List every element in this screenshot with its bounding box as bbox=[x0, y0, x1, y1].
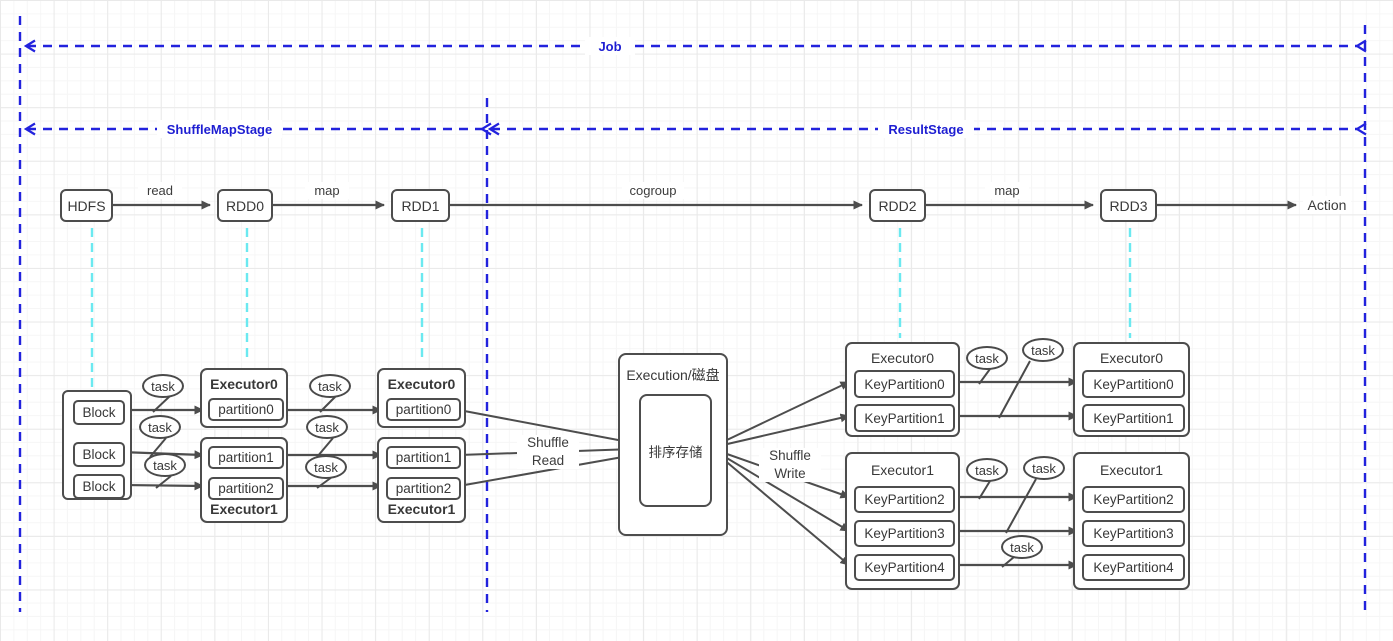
partition-box: partition2 bbox=[208, 477, 284, 500]
execution-disk-title: Execution/磁盘 bbox=[626, 367, 720, 383]
lineage-dash-lines bbox=[90, 228, 1132, 388]
map-stage-b-executor1: partition1 partition2 Executor1 bbox=[377, 437, 466, 523]
task-ellipse: task bbox=[1022, 338, 1064, 362]
reduce-stage-a-executor1: Executor1 KeyPartition2 KeyPartition3 Ke… bbox=[845, 452, 960, 590]
task-ellipse: task bbox=[966, 458, 1008, 482]
executor-title: Executor1 bbox=[210, 501, 278, 517]
shuffle-write-arrows bbox=[709, 381, 850, 566]
partition-box: partition1 bbox=[386, 446, 461, 469]
task-ellipse: task bbox=[305, 455, 347, 479]
action-label: Action bbox=[1303, 196, 1351, 214]
edge-label-map2: map bbox=[985, 182, 1029, 199]
block-box: Block bbox=[73, 400, 125, 425]
map-stage-a-executor0: Executor0 partition0 bbox=[200, 368, 288, 428]
map-stage-a-executor1: partition1 partition2 Executor1 bbox=[200, 437, 288, 523]
shuffle-map-stage-label: ShuffleMapStage bbox=[157, 120, 282, 138]
edge-label-read: read bbox=[138, 182, 182, 199]
task-ellipse: task bbox=[309, 374, 351, 398]
executor-title: Executor1 bbox=[387, 501, 456, 517]
task-ellipse: task bbox=[1023, 456, 1065, 480]
executor-title: Executor0 bbox=[210, 376, 278, 392]
edge-label-map1: map bbox=[305, 182, 349, 199]
executor-title: Executor0 bbox=[1099, 350, 1164, 366]
keypartition-box: KeyPartition4 bbox=[854, 554, 955, 581]
keypartition-box: KeyPartition4 bbox=[1082, 554, 1185, 581]
node-rdd3: RDD3 bbox=[1100, 189, 1157, 222]
span-arrows bbox=[27, 46, 1358, 129]
partition-box: partition1 bbox=[208, 446, 284, 469]
node-rdd2: RDD2 bbox=[869, 189, 926, 222]
partition-box: partition0 bbox=[386, 398, 461, 421]
reduce-stage-b-executor0: Executor0 KeyPartition0 KeyPartition1 bbox=[1073, 342, 1190, 437]
task-ellipse: task bbox=[144, 453, 186, 477]
reduce-stage-b-executor1: Executor1 KeyPartition2 KeyPartition3 Ke… bbox=[1073, 452, 1190, 590]
keypartition-box: KeyPartition1 bbox=[854, 404, 955, 432]
executor-title: Executor1 bbox=[1099, 462, 1164, 478]
map-stage-b-executor0: Executor0 partition0 bbox=[377, 368, 466, 428]
keypartition-box: KeyPartition3 bbox=[854, 520, 955, 547]
keypartition-box: KeyPartition1 bbox=[1082, 404, 1185, 432]
task-ellipse: task bbox=[142, 374, 184, 398]
block-box: Block bbox=[73, 474, 125, 499]
node-rdd1: RDD1 bbox=[391, 189, 450, 222]
executor-title: Executor0 bbox=[870, 350, 935, 366]
keypartition-box: KeyPartition0 bbox=[854, 370, 955, 398]
task-ellipse: task bbox=[966, 346, 1008, 370]
reduce-stage-a-executor0: Executor0 KeyPartition0 KeyPartition1 bbox=[845, 342, 960, 437]
shuffle-read-label: Shuffle Read bbox=[517, 435, 579, 469]
block-box: Block bbox=[73, 442, 125, 467]
edge-label-cogroup: cogroup bbox=[622, 182, 684, 199]
task-ellipse: task bbox=[306, 415, 348, 439]
block-container: Block Block Block bbox=[62, 390, 132, 500]
shuffle-write-label: Shuffle Write bbox=[759, 448, 821, 482]
node-hdfs: HDFS bbox=[60, 189, 113, 222]
partition-box: partition2 bbox=[386, 477, 461, 500]
node-rdd0: RDD0 bbox=[217, 189, 273, 222]
executor-title: Executor1 bbox=[870, 462, 935, 478]
keypartition-box: KeyPartition0 bbox=[1082, 370, 1185, 398]
result-stage-label: ResultStage bbox=[878, 120, 974, 138]
task-ellipse: task bbox=[139, 415, 181, 439]
keypartition-box: KeyPartition2 bbox=[1082, 486, 1185, 513]
executor-title: Executor0 bbox=[387, 376, 456, 392]
keypartition-arrows bbox=[953, 377, 1078, 570]
job-label: Job bbox=[585, 37, 635, 55]
sorted-store-box: 排序存储 bbox=[639, 394, 712, 507]
partition-box: partition0 bbox=[208, 398, 284, 421]
task-ellipse: task bbox=[1001, 535, 1043, 559]
keypartition-box: KeyPartition2 bbox=[854, 486, 955, 513]
keypartition-box: KeyPartition3 bbox=[1082, 520, 1185, 547]
execution-disk-box: Execution/磁盘 排序存储 bbox=[618, 353, 728, 536]
